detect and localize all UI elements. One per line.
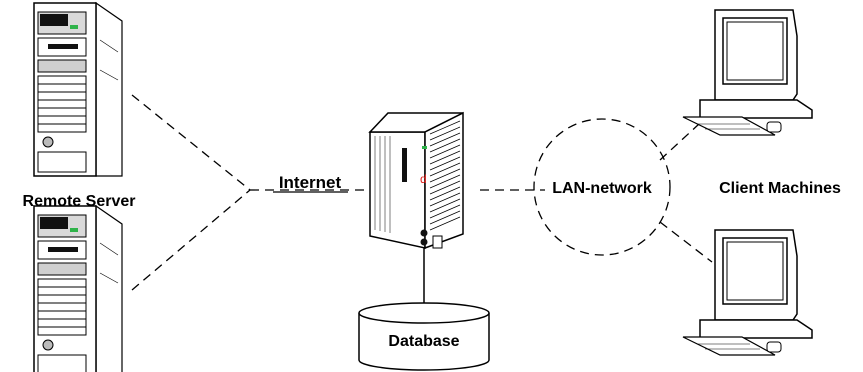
remote-server-top-icon xyxy=(33,2,123,177)
remote-server-label: Remote Server xyxy=(23,193,136,210)
client-machine-top-icon xyxy=(682,9,813,136)
central-server-icon: d xyxy=(368,111,464,250)
lan-network-cloud xyxy=(533,118,671,256)
svg-text:d: d xyxy=(420,172,427,186)
database-label: Database xyxy=(388,333,459,350)
client-machine-bottom-icon xyxy=(682,229,813,356)
remote-server-bottom-icon xyxy=(33,205,123,372)
client-machines-label: Client Machines xyxy=(719,180,841,197)
link-bottom-server xyxy=(131,189,251,291)
link-top-server xyxy=(131,94,251,191)
link-client-top xyxy=(659,111,713,161)
lan-network-label: LAN-network xyxy=(552,180,652,197)
database-icon xyxy=(358,302,490,371)
link-client-bottom xyxy=(659,221,713,263)
internet-label: Internet xyxy=(279,173,342,192)
connection-lines xyxy=(131,94,713,291)
